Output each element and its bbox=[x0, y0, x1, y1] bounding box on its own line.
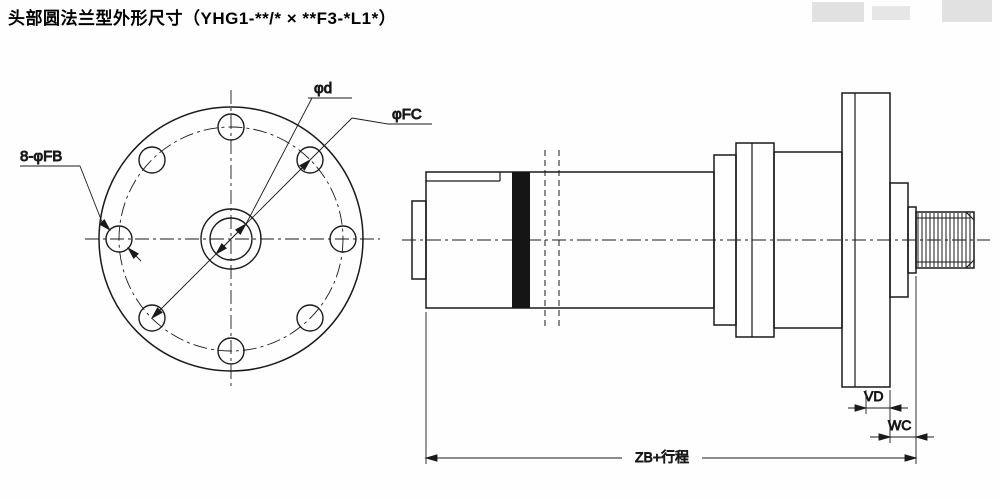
bolt-holes bbox=[105, 113, 357, 365]
seal-band bbox=[512, 172, 530, 308]
dim-extension bbox=[309, 117, 353, 161]
dim-leader bbox=[79, 165, 103, 223]
bolt-hole bbox=[296, 146, 324, 174]
dim-leader bbox=[245, 97, 313, 225]
zb-stroke-label: ZB+行程 bbox=[635, 449, 689, 465]
bolt-circle bbox=[118, 126, 344, 352]
dim-line bbox=[151, 159, 311, 319]
bolt-hole bbox=[329, 225, 357, 253]
arrowhead bbox=[889, 404, 902, 412]
dim-leader bbox=[351, 117, 389, 125]
scan-artifact bbox=[872, 6, 910, 20]
arrowhead bbox=[854, 404, 867, 412]
bolt-hole bbox=[217, 113, 245, 141]
bolt-hole bbox=[217, 337, 245, 365]
tube-step-detail bbox=[426, 172, 501, 182]
arrowhead bbox=[878, 433, 891, 441]
hub-outer-circle bbox=[200, 208, 262, 270]
bolt-hole bbox=[105, 225, 133, 253]
dim-bolt-circle bbox=[149, 117, 432, 321]
rod-bore-circle bbox=[209, 217, 253, 261]
piston-rod-thread bbox=[915, 211, 975, 269]
arrowhead bbox=[425, 454, 438, 462]
vd-label: VD bbox=[864, 388, 883, 404]
scan-artifact bbox=[812, 2, 864, 22]
scan-artifact bbox=[942, 0, 992, 22]
drawing-title: 头部圆法兰型外形尺寸（YHG1-**/* × **F3-*L1*） bbox=[8, 9, 397, 28]
dim-vd bbox=[848, 404, 908, 412]
arrowhead bbox=[904, 454, 917, 462]
front-view: 8-φFB φd φFC bbox=[20, 80, 432, 390]
side-view bbox=[402, 92, 990, 388]
rod-thread-outline bbox=[915, 211, 975, 269]
thread-chamfer bbox=[965, 211, 975, 221]
arrowhead bbox=[915, 433, 928, 441]
dim-zb bbox=[425, 454, 917, 462]
dim-wc bbox=[870, 433, 934, 441]
dim-bolt-hole bbox=[20, 165, 142, 262]
bolt-holes-label: 8-φFB bbox=[20, 148, 62, 165]
bolt-circle-dia-label: φFC bbox=[392, 106, 422, 123]
bolt-hole bbox=[296, 304, 324, 332]
hidden-port-lines bbox=[544, 150, 560, 330]
bolt-hole bbox=[138, 146, 166, 174]
front-center-lines bbox=[85, 90, 380, 390]
wc-label: WC bbox=[888, 417, 911, 433]
side-dimensions: VD WC ZB+行程 bbox=[425, 276, 934, 465]
center-hole-dia-label: φd bbox=[314, 80, 332, 97]
flange-outer-circle bbox=[98, 106, 364, 372]
scan-artifacts bbox=[812, 0, 992, 22]
bolt-hole bbox=[138, 304, 166, 332]
thread-chamfer bbox=[965, 259, 975, 269]
thread-hatch bbox=[917, 213, 971, 267]
